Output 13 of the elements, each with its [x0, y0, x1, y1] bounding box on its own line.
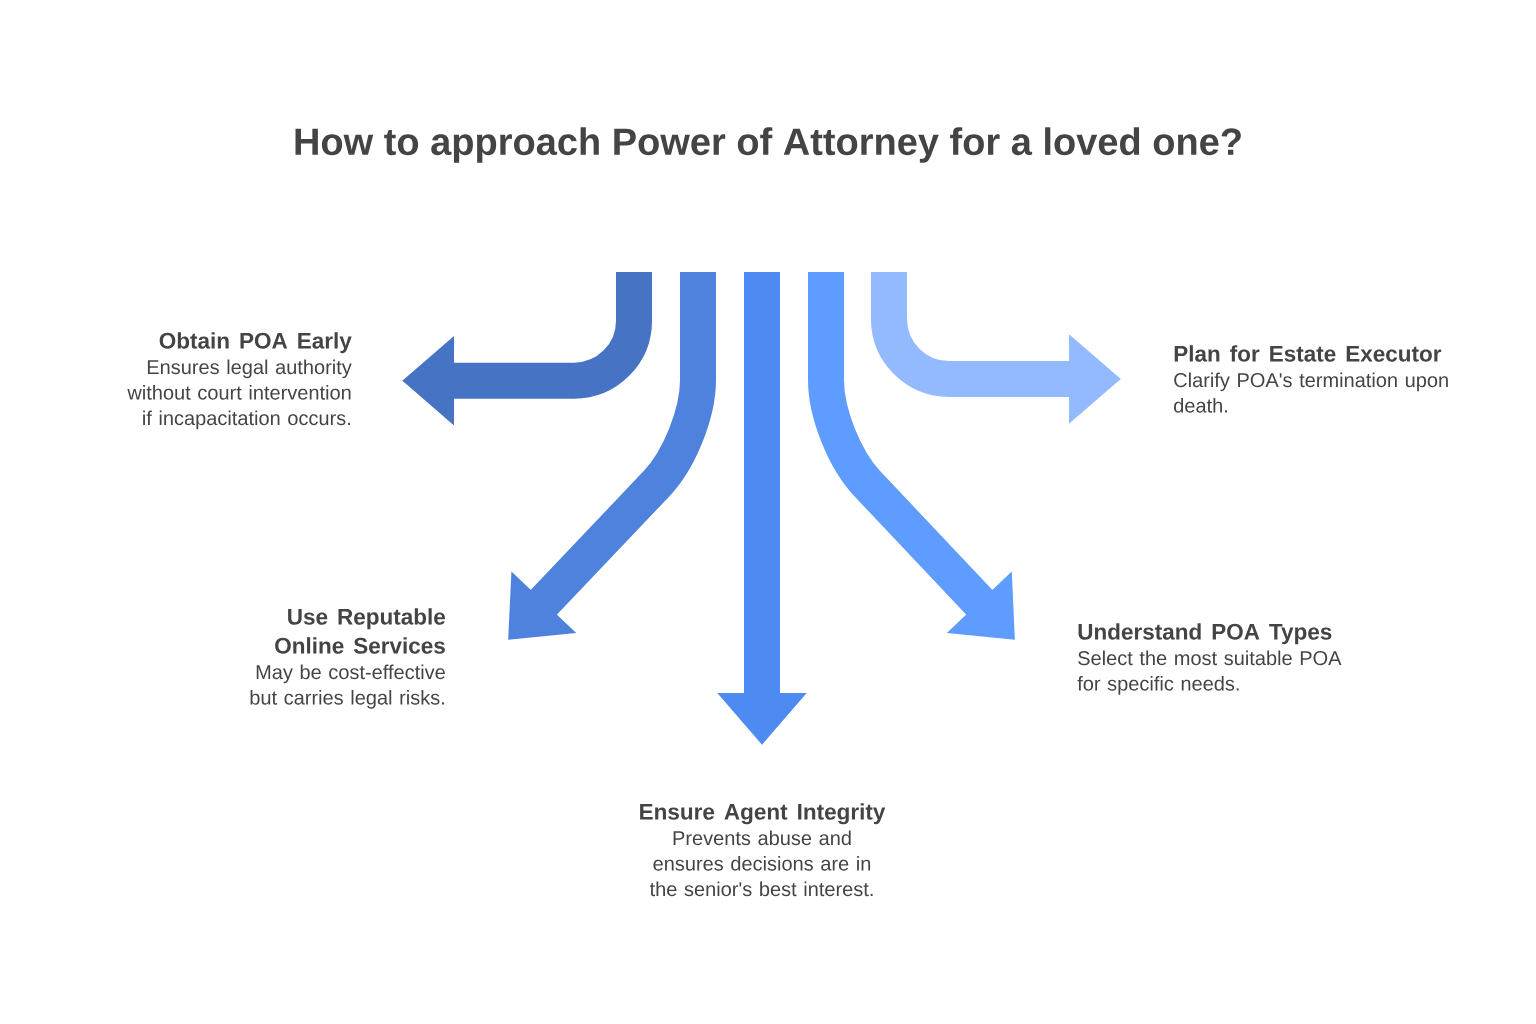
option-description: Clarify POA's termination upon death. — [1174, 372, 1448, 413]
option-heading: Ensure Agent Integrity — [640, 803, 886, 825]
option-heading: Obtain POA Early — [159, 332, 352, 354]
arrow — [508, 272, 716, 640]
option-heading: Use Reputable Online Services — [275, 608, 445, 654]
option-description: May be cost-effective but carries legal risks. — [250, 664, 445, 709]
option-heading: Understand POA Types — [1078, 623, 1332, 645]
arrow — [808, 272, 1015, 640]
option-description: Select the most suitable POA for specific needs. — [1077, 650, 1342, 695]
option-description: Prevents abuse and ensures decisions are in the senior's best interest. — [649, 830, 873, 897]
option-heading: Plan for Estate Executor — [1174, 345, 1442, 362]
option-description: Ensures legal authority without court intervention if incapacitation occurs. — [127, 359, 352, 430]
title: How to approach Power of Attorney for a loved one? — [295, 127, 1241, 163]
